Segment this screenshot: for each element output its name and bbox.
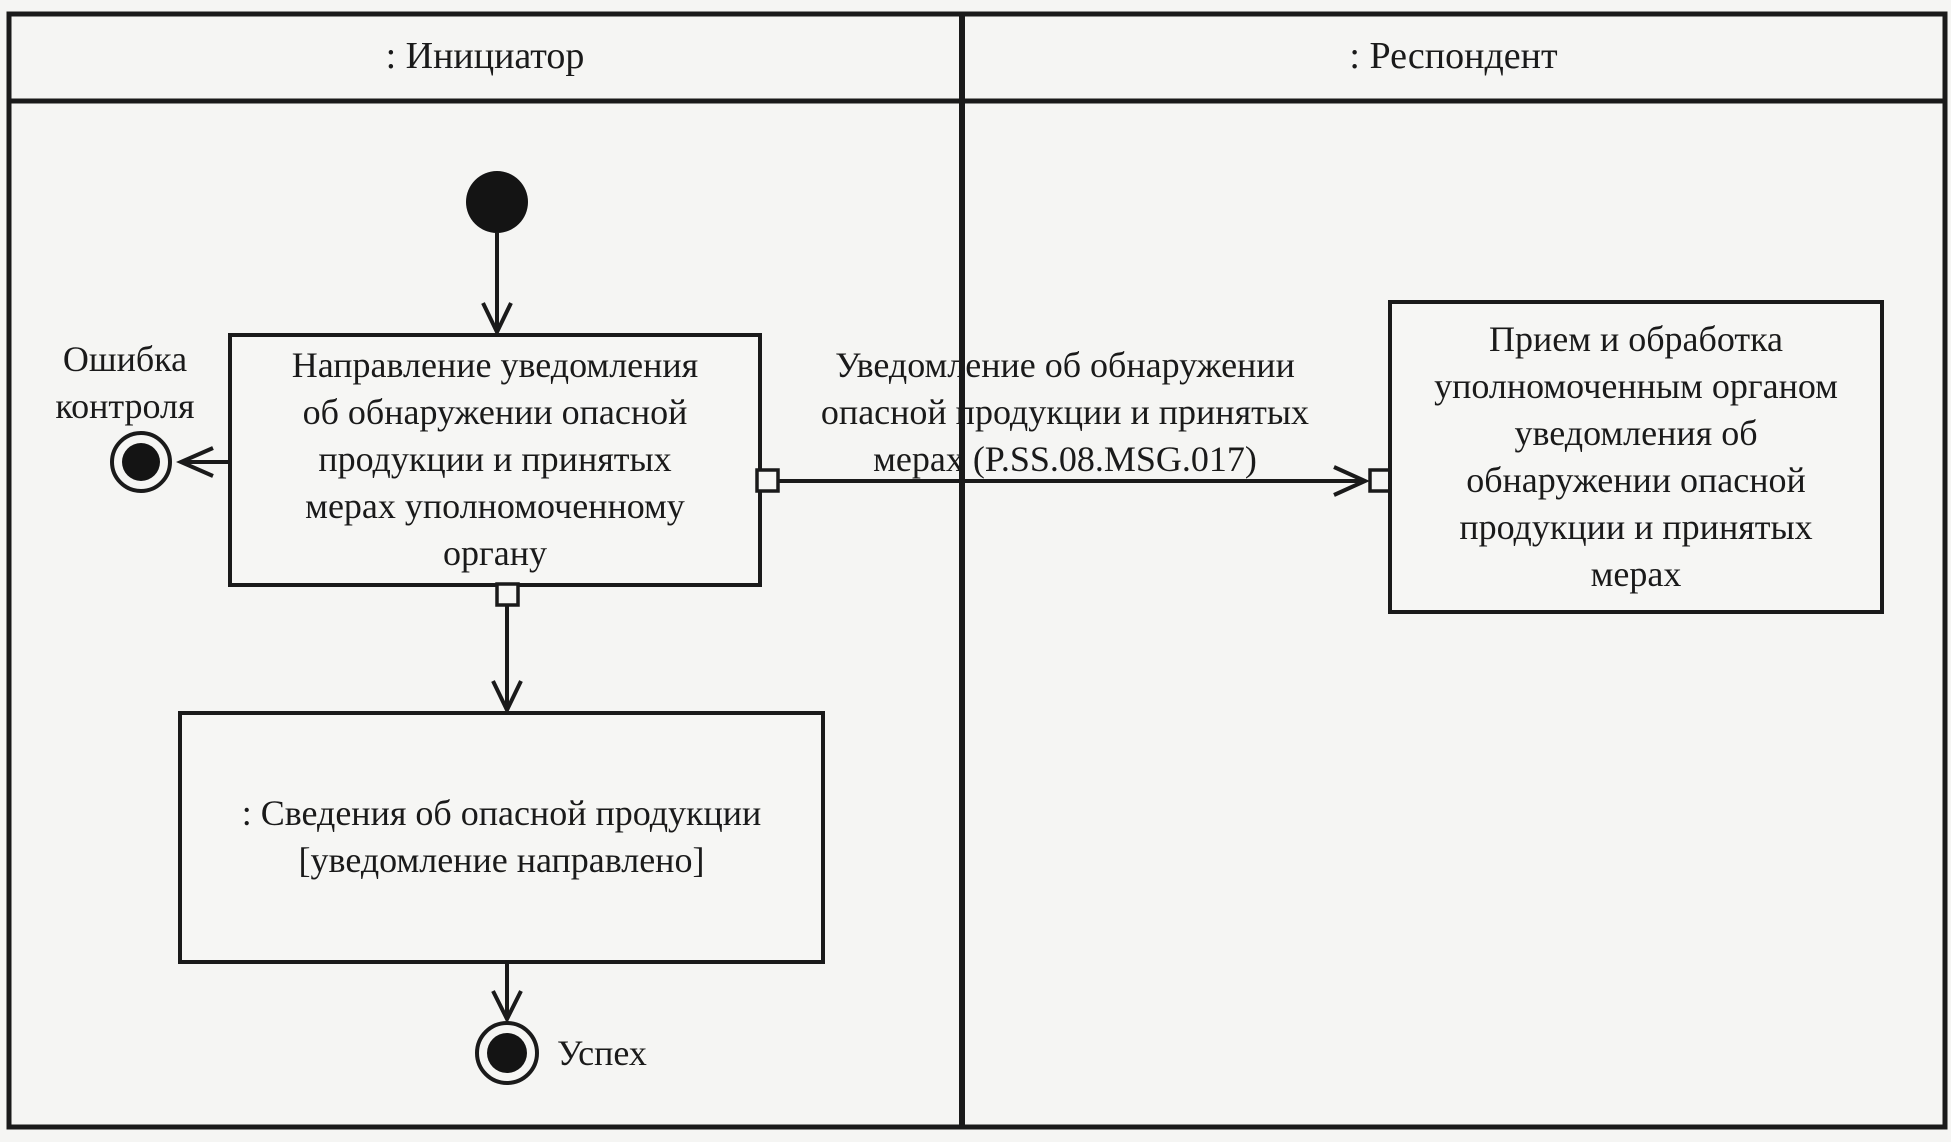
error-final-label: Ошибка контроля	[55, 339, 195, 426]
error-final-node-icon	[110, 431, 172, 493]
arrowhead-down-icon	[481, 302, 513, 337]
bottom-pin-icon	[495, 582, 520, 607]
lane-header-initiator: : Инициатор	[385, 35, 585, 77]
object-state-label: : Сведения об опасной продукции [уведомл…	[241, 793, 762, 880]
message-edge-label: Уведомление об обнаружении опасной проду…	[820, 345, 1310, 479]
success-final-node-icon	[475, 1021, 539, 1085]
receive-activity-box	[1388, 300, 1884, 614]
success-final-label: Успех	[557, 1033, 647, 1073]
object-state-box	[178, 711, 825, 964]
output-pin-icon	[755, 468, 780, 493]
arrowhead-down-icon	[491, 680, 523, 715]
error-final-node-core	[122, 443, 160, 481]
receive-activity-label: Прием и обработка уполномоченным органом…	[1434, 319, 1838, 594]
success-final-node-core	[487, 1033, 527, 1073]
diagram-frame	[6, 11, 1948, 1130]
arrowhead-down-icon	[491, 990, 523, 1024]
arrowhead-right-icon	[1333, 465, 1370, 497]
input-pin-icon	[1368, 468, 1393, 493]
initial-node-icon	[466, 171, 528, 233]
send-activity-label: Направление уведомления об обнаружении о…	[291, 345, 699, 573]
arrowhead-left-icon	[176, 446, 214, 478]
lane-header-respondent: : Респондент	[1349, 35, 1558, 77]
